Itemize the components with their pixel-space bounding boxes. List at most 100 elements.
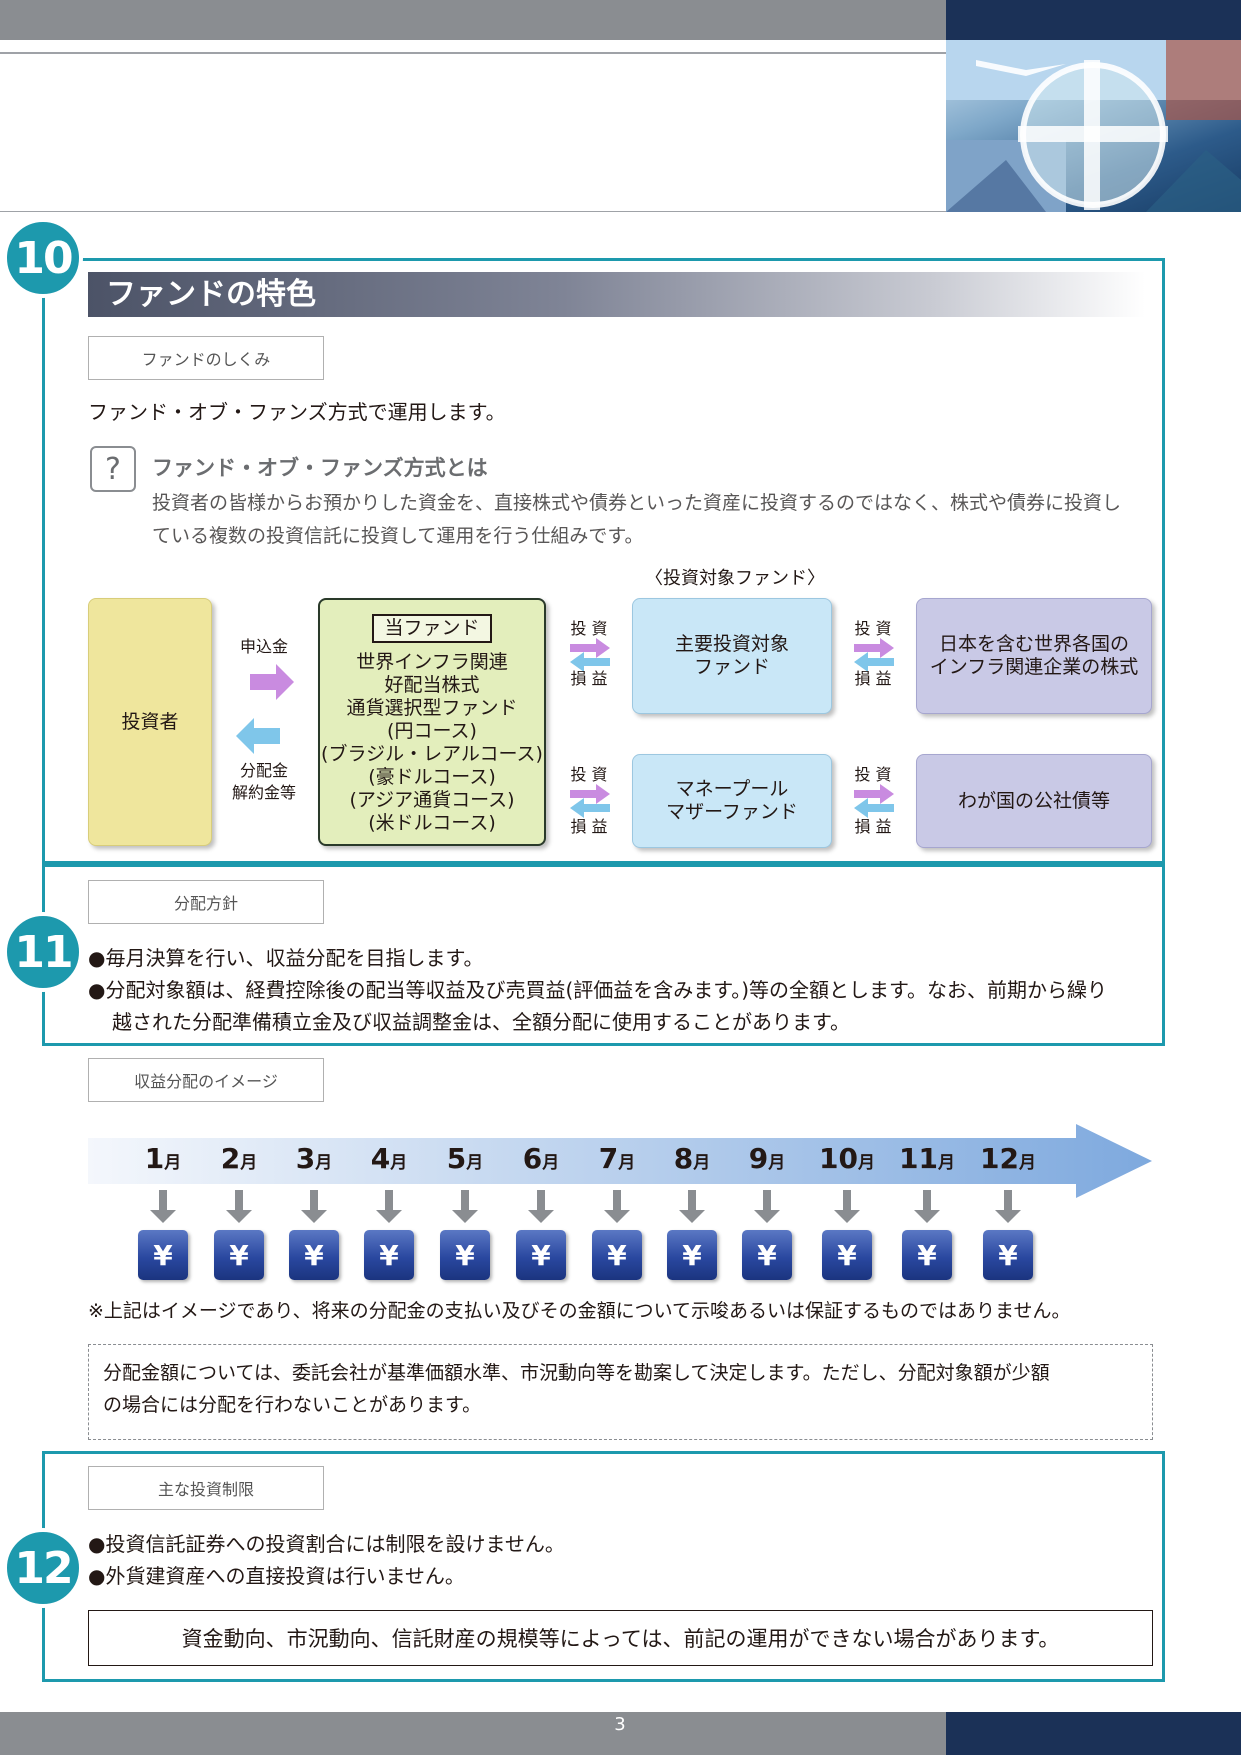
stock-money-label: わが国の公社債等 [957,789,1110,812]
down-arrow-icon [528,1190,554,1223]
month-label: 1月 [123,1142,203,1175]
month-number: 9 [748,1142,769,1175]
down-arrow-icon [914,1190,940,1223]
month-unit: 月 [390,1153,408,1173]
distribution-arrow-icon [236,718,280,754]
month-number: 8 [673,1142,694,1175]
month-label: 9月 [727,1142,807,1175]
investment-limits-tag: 主な投資制限 [88,1466,324,1510]
month-label: 4月 [349,1142,429,1175]
yen-icon: ¥ [516,1230,566,1280]
this-fund-tag: 当ファンド [372,614,492,643]
target-main-line: ファンド [693,656,770,678]
section-10-frame [42,258,1165,864]
down-arrow-icon [679,1190,705,1223]
yen-icon: ¥ [742,1230,792,1280]
down-arrow-icon [150,1190,176,1223]
yen-icon: ¥ [667,1230,717,1280]
month-unit: 月 [466,1153,484,1173]
month-label: 11月 [887,1142,967,1175]
month-unit: 月 [542,1153,560,1173]
timeline-arrow-icon [88,1124,1152,1198]
yen-icon: ¥ [902,1230,952,1280]
section-12-badge: 12 [3,1528,83,1608]
fund-lead-text: ファンド・オブ・ファンズ方式で運用します。 [88,400,506,424]
invest-profit-arrows-icon [570,638,610,672]
month-label: 2月 [199,1142,279,1175]
distribution-line: 解約金等 [231,783,296,802]
amount-line: の場合には分配を行わないことがあります。 [103,1394,482,1416]
yen-icon: ¥ [289,1230,339,1280]
top-gray-bar [0,0,946,40]
month-unit: 月 [693,1153,711,1173]
domestic-bond-box: わが国の公社債等 [916,754,1152,848]
stock-main-line: インフラ関連企業の株式 [929,656,1139,678]
qa-line: 投資者の皆様からお預かりした資金を、直接株式や債券といった資産に投資するのではな… [152,492,1122,514]
month-label: 12月 [968,1142,1048,1175]
section-title: ファンドの特色 [88,272,1145,317]
subscription-label: 申込金 [239,637,288,656]
target-main-line: 主要投資対象 [674,633,789,655]
month-label: 5月 [425,1142,505,1175]
month-unit: 月 [937,1153,955,1173]
limit-bullet: ●外貨建資産への直接投資は行いません。 [88,1564,465,1588]
distribution-label: 分配金 解約金等 [218,760,310,804]
fund-line: (豪ドルコース) [368,766,496,788]
invest-profit-arrows-icon [854,784,894,818]
distribution-image-tag: 収益分配のイメージ [88,1058,324,1102]
footer-navy-bar [946,1712,1241,1755]
month-number: 4 [370,1142,391,1175]
page-number: 3 [614,1714,626,1735]
month-number: 11 [899,1142,938,1175]
yen-icon: ¥ [214,1230,264,1280]
fund-line: (米ドルコース) [368,812,496,834]
fund-line: 好配当株式 [384,674,480,696]
month-label: 7月 [577,1142,657,1175]
profit-label: 損 益 [570,669,608,688]
month-label: 3月 [274,1142,354,1175]
money-pool-fund-box: マネープール マザーファンド [632,754,832,848]
fund-line: (円コース) [387,720,477,742]
policy-bullet: ●分配対象額は、経費控除後の配当等収益及び売買益(評価益を含みます。)等の全額と… [88,978,1108,1002]
month-unit: 月 [768,1153,786,1173]
month-number: 10 [819,1142,858,1175]
amount-line: 分配金額については、委託会社が基準価額水準、市況動向等を勘案して決定します。ただ… [103,1362,1050,1384]
month-label: 8月 [652,1142,732,1175]
target-fund-header: 〈投資対象ファンド〉 [645,568,825,589]
section-10-badge: 10 [3,218,83,298]
down-arrow-icon [301,1190,327,1223]
invest-label: 投 資 [570,619,608,638]
yen-icon: ¥ [983,1230,1033,1280]
qa-title: ファンド・オブ・ファンズ方式とは [152,456,488,480]
profit-label: 損 益 [854,669,892,688]
subscription-arrow-icon [250,664,294,700]
target-money-line: マザーファンド [666,801,798,823]
down-arrow-icon [754,1190,780,1223]
infra-stock-box: 日本を含む世界各国の インフラ関連企業の株式 [916,598,1152,714]
month-number: 5 [446,1142,467,1175]
yen-icon: ¥ [592,1230,642,1280]
month-number: 3 [295,1142,316,1175]
notice-box: 資金動向、市況動向、信託財産の規模等によっては、前記の運用ができない場合がありま… [88,1610,1153,1666]
down-arrow-icon [834,1190,860,1223]
policy-bullet-cont: 越された分配準備積立金及び収益調整金は、全額分配に使用することがあります。 [112,1010,850,1034]
fund-line: (アジア通貨コース) [349,789,515,811]
notice-text: 資金動向、市況動向、信託財産の規模等によっては、前記の運用ができない場合がありま… [181,1627,1060,1651]
distribution-policy-text: ●毎月決算を行い、収益分配を目指します。 ●分配対象額は、経費控除後の配当等収益… [88,942,1158,1038]
footer-gray-bar [0,1712,946,1755]
this-fund-box: 当ファンド 世界インフラ関連 好配当株式 通貨選択型ファンド (円コース) (ブ… [318,598,546,846]
section-11-badge: 11 [3,912,83,992]
policy-bullet: ●毎月決算を行い、収益分配を目指します。 [88,946,484,970]
month-number: 2 [220,1142,241,1175]
down-arrow-icon [226,1190,252,1223]
investor-label: 投資者 [121,710,179,733]
image-note: ※上記はイメージであり、将来の分配金の支払い及びその金額について示唆あるいは保証… [88,1300,1071,1322]
main-target-fund-box: 主要投資対象 ファンド [632,598,832,714]
qa-description: 投資者の皆様からお預かりした資金を、直接株式や債券といった資産に投資するのではな… [152,487,1162,553]
top-navy-bar [946,0,1241,40]
month-unit: 月 [1018,1153,1036,1173]
invest-label: 投 資 [854,619,892,638]
down-arrow-icon [995,1190,1021,1223]
qa-line: ている複数の投資信託に投資して運用を行う仕組みです。 [152,525,644,547]
month-label: 6月 [501,1142,581,1175]
